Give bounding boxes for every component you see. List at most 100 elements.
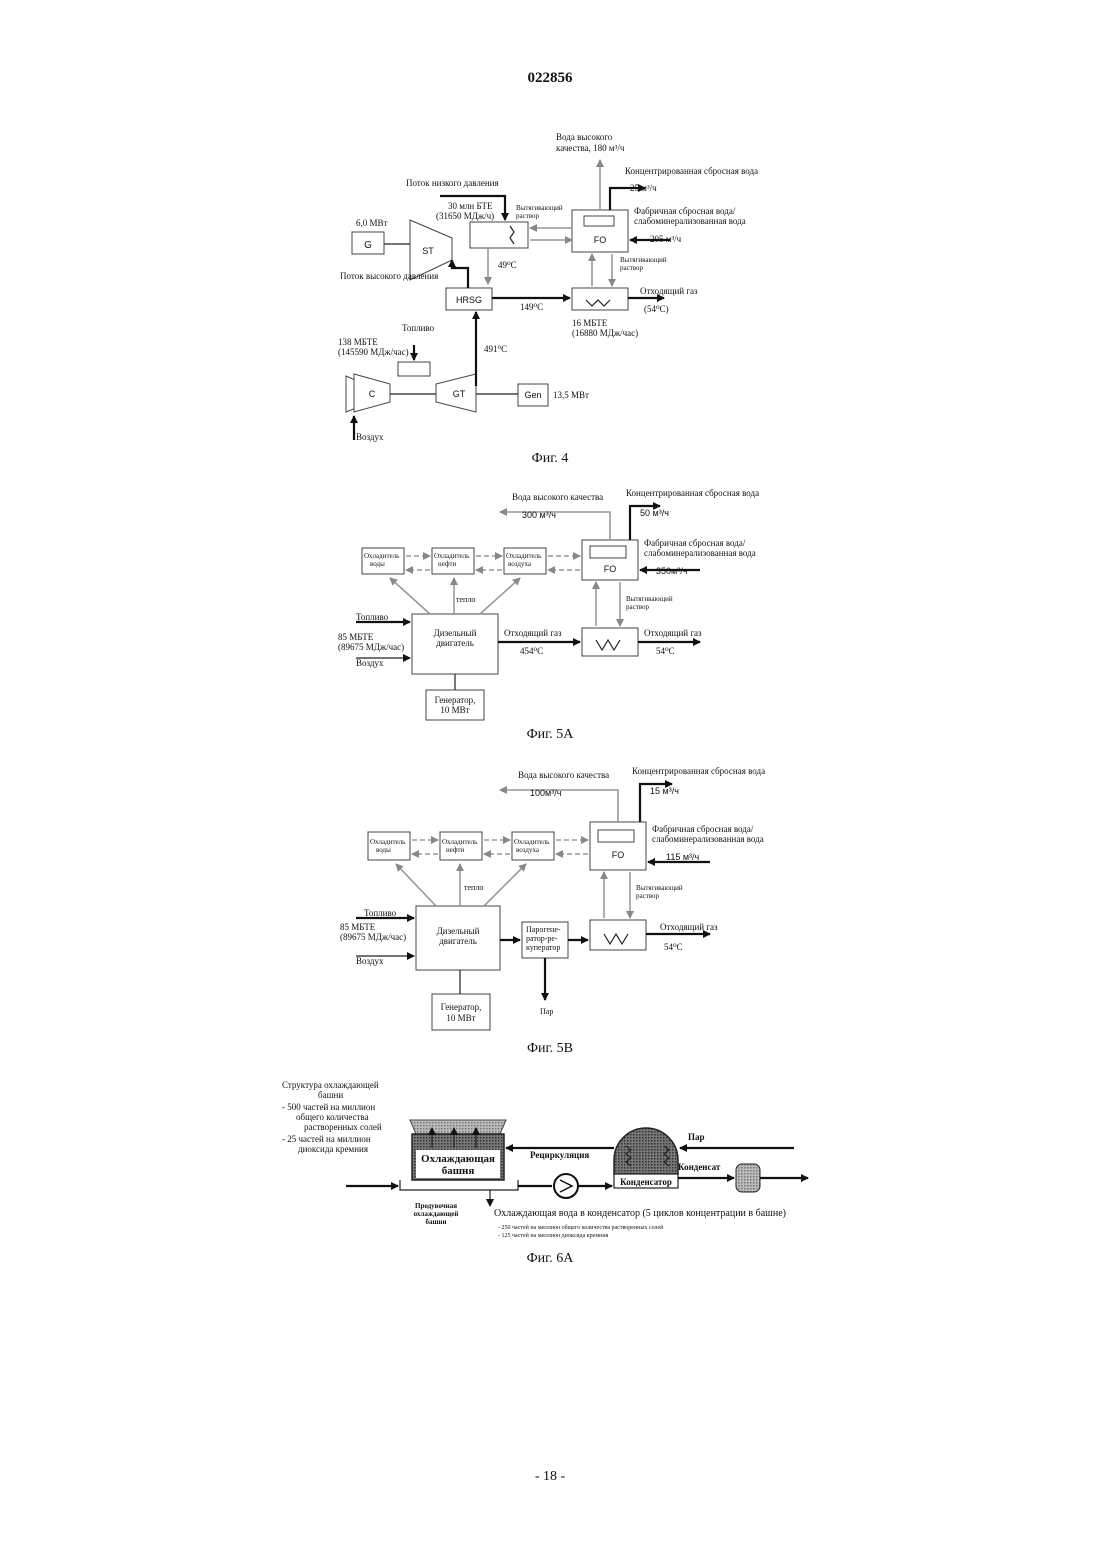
fuel-mbtu-label-1: 138 МБТЕ xyxy=(338,337,378,347)
heat-arrow-right xyxy=(480,578,520,614)
temp-149-label: 149⁰C xyxy=(520,302,543,312)
hq-flow-label-5a: 300 м³/ч xyxy=(522,510,556,520)
fig6a-caption: Фиг. 6А xyxy=(527,1251,575,1266)
blowdown-label-2: охлаждающей xyxy=(414,1210,459,1218)
recup-label-1: Парогене- xyxy=(526,925,561,934)
temp-491-label: 491⁰C xyxy=(484,344,507,354)
high-pressure-arrow xyxy=(452,260,468,288)
factory-label-1: Фабричная сбросная вода/ xyxy=(634,206,736,216)
cool-air-label-5b-1: Охладитель xyxy=(514,838,549,846)
gen-label: Gen xyxy=(524,390,541,400)
cool-air-label-1: Охладитель xyxy=(506,552,541,560)
factory-label-5b-1: Фабричная сбросная вода/ xyxy=(652,824,754,834)
temp-49-label: 49⁰C xyxy=(498,260,517,270)
mbtu-label-5b-2: (89675 МДж/час) xyxy=(340,932,406,942)
draw2-label-2: раствор xyxy=(620,264,644,272)
heat-arrow-5b-left xyxy=(396,864,436,906)
exhaust-in-label-5a: Отходящий газ xyxy=(504,628,562,638)
draw-label-5a-2: раствор xyxy=(626,603,650,611)
cool-oil-label-5b-2: нефти xyxy=(446,846,465,854)
fo-membrane-icon-5b xyxy=(598,830,634,842)
draw-label-1: Вытягивающий xyxy=(516,204,563,212)
fuel-mbtu-label-2: (145590 МДж/час) xyxy=(338,347,409,357)
figure-5a: Вода высокого качества 300 м³/ч Концентр… xyxy=(338,488,759,742)
struct-label-3: - 500 частей на миллион xyxy=(282,1102,375,1112)
gen-power-label: 13,5 МВт xyxy=(553,390,589,400)
hrsg-label: HRSG xyxy=(456,295,482,305)
air-label-5b: Воздух xyxy=(356,956,384,966)
hq-flow-label-5b: 100м³/ч xyxy=(530,788,562,798)
hq-water-label-1: Вода высокого xyxy=(556,132,613,142)
cool-water-label-2: воды xyxy=(370,560,385,568)
steam-label-6a: Пар xyxy=(688,1132,705,1142)
fig5a-caption: Фиг. 5А xyxy=(527,727,575,742)
steam-label-5b: Пар xyxy=(540,1007,553,1016)
fo-exchanger-box xyxy=(572,288,628,310)
fo-label-5a: FO xyxy=(604,564,617,574)
cool-air-label-5b-2: воздуха xyxy=(516,846,540,854)
conc-flow-label: 25 м³/ч xyxy=(630,183,657,193)
heat-arrow-5b-right xyxy=(484,864,526,906)
cond-water-label: Охлаждающая вода в конденсатор (5 циклов… xyxy=(494,1208,786,1219)
temp-54-label-5a: 54⁰C xyxy=(656,646,675,656)
heat-label-5b: тепло xyxy=(464,883,483,892)
spec-label-1: - 250 частей на миллион общего количеств… xyxy=(498,1224,664,1231)
fo-membrane-icon-5a xyxy=(590,546,626,558)
conc-waste-label: Концентрированная сбросная вода xyxy=(625,166,758,176)
cool-oil-label-1: Охладитель xyxy=(434,552,469,560)
fo-box-5b xyxy=(590,822,646,870)
document-number: 022856 xyxy=(528,70,574,86)
exhaust-label-5b: Отходящий газ xyxy=(660,922,718,932)
struct-label-4: общего количества xyxy=(296,1112,369,1122)
struct-label-2: башни xyxy=(318,1090,343,1100)
cool-air-label-2: воздуха xyxy=(508,560,532,568)
exhaust-label: Отходящий газ xyxy=(640,286,698,296)
gen-label-5a-1: Генератор, xyxy=(435,695,476,705)
recirc-label: Рециркуляция xyxy=(530,1150,589,1160)
gen-label-5b-1: Генератор, xyxy=(441,1002,482,1012)
high-pressure-label: Поток высокого давления xyxy=(340,271,438,281)
exchanger-box-5a xyxy=(582,628,638,656)
gen-label-5a-2: 10 МВт xyxy=(440,705,469,715)
mbtu-label-2: (16880 МДж/час) xyxy=(572,328,638,338)
fo-label-5b: FO xyxy=(612,850,625,860)
blowdown-label-1: Продувочная xyxy=(415,1202,457,1210)
combustor-box xyxy=(398,362,430,376)
factory-flow-label-5a: 350м³/ч xyxy=(656,566,688,576)
fuel-label: Топливо xyxy=(402,323,435,333)
struct-label-5: растворенных солей xyxy=(304,1122,382,1132)
struct-label-7: диоксида кремния xyxy=(298,1144,368,1154)
air-label: Воздух xyxy=(356,432,384,442)
factory-flow-label: 205 м³/ч xyxy=(650,234,682,244)
low-pressure-label: Поток низкого давления xyxy=(406,178,499,188)
air-label-5a: Воздух xyxy=(356,658,384,668)
mbtu-label-5a-2: (89675 МДж/час) xyxy=(338,642,404,652)
page-footer: - 18 - xyxy=(535,1469,566,1484)
tower-label-1: Охлаждающая xyxy=(421,1153,495,1165)
fig5b-caption: Фиг. 5В xyxy=(527,1041,573,1056)
cool-water-label-5b-1: Охладитель xyxy=(370,838,405,846)
hq-water-label-5a: Вода высокого качества xyxy=(512,492,603,502)
draw-label-5b-1: Вытягивающий xyxy=(636,884,683,892)
draw-label-5b-2: раствор xyxy=(636,892,660,900)
gen-label-5b-2: 10 МВт xyxy=(446,1013,475,1023)
conc-waste-label-5b: Концентрированная сбросная вода xyxy=(632,766,765,776)
fuel-label-5b: Топливо xyxy=(364,908,397,918)
generator-box-5b xyxy=(432,994,490,1030)
mbtu-label-5b-1: 85 МБТЕ xyxy=(340,922,376,932)
diesel-label-5b-1: Дизельный xyxy=(437,926,480,936)
figure-5b: Вода высокого качества 100м³/ч Концентри… xyxy=(340,766,765,1056)
draw2-label-1: Вытягивающий xyxy=(620,256,667,264)
diesel-label-5a-1: Дизельный xyxy=(434,628,477,638)
fo-label: FO xyxy=(594,235,607,245)
fo-membrane-icon xyxy=(584,216,614,226)
figure-4: G ST FO HRSG C GT Gen xyxy=(338,132,758,466)
st-label: ST xyxy=(422,246,434,256)
recup-label-2: ратор-ре- xyxy=(526,934,558,943)
condenser-label: Конденсатор xyxy=(620,1177,672,1187)
temp-54-label-5b: 54⁰C xyxy=(664,942,683,952)
diesel-label-5a-2: двигатель xyxy=(436,638,474,648)
temp-454-label: 454⁰C xyxy=(520,646,543,656)
factory-label-2: слабоминерализованная вода xyxy=(634,216,746,226)
